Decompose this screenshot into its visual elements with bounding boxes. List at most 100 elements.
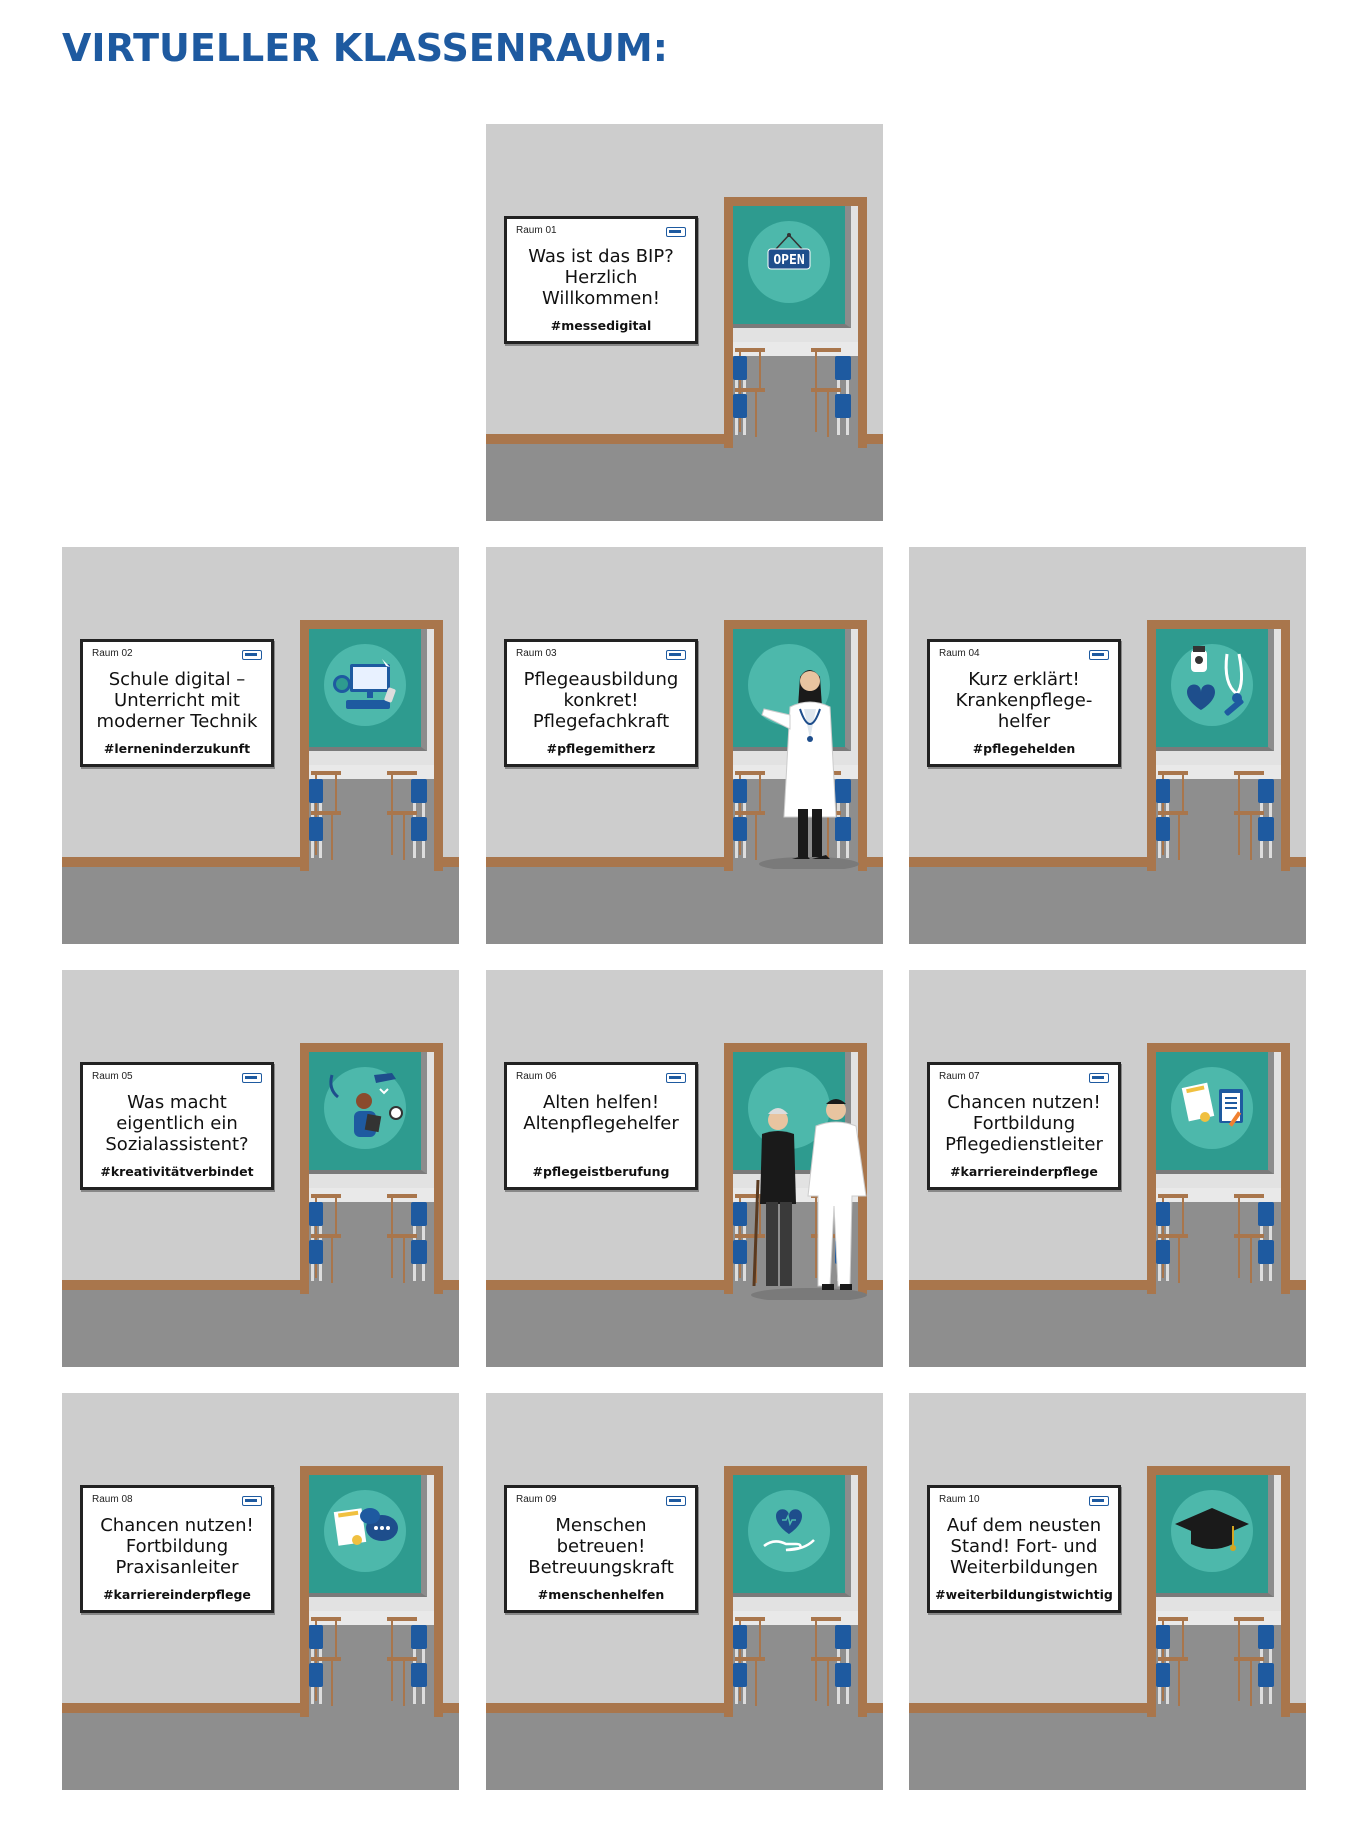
- floor: [486, 1713, 883, 1790]
- classroom-interior: OPEN: [733, 206, 858, 448]
- heart-hand-icon: [748, 1490, 830, 1572]
- room-sign[interactable]: Raum 02 Schule digital – Unterricht mit …: [80, 639, 274, 767]
- floor: [62, 867, 459, 944]
- baseboard: [62, 857, 459, 867]
- room-sign[interactable]: Raum 04 Kurz erklärt! Krankenpflege- hel…: [927, 639, 1121, 767]
- classroom-door: [300, 620, 443, 871]
- logo-icon: [242, 1496, 262, 1506]
- room-sign[interactable]: Raum 01 Was ist das BIP? Herzlich Willko…: [504, 216, 698, 344]
- room-headline: Pflegeausbildung konkret! Pflegefachkraf…: [523, 669, 679, 732]
- classroom-interior: [1156, 629, 1281, 871]
- chalkboard: [309, 1475, 427, 1597]
- floor: [909, 867, 1306, 944]
- room-number: Raum 06: [516, 1071, 557, 1082]
- classroom-interior: [309, 1052, 434, 1294]
- room-tile-3[interactable]: Raum 03 Pflegeausbildung konkret! Pflege…: [486, 547, 883, 944]
- room-tile-5[interactable]: Raum 05 Was macht eigentlich ein Soziala…: [62, 970, 459, 1367]
- room-sign[interactable]: Raum 10 Auf dem neusten Stand! Fort- und…: [927, 1485, 1121, 1613]
- room-tile-1[interactable]: OPEN Raum 01 Was ist das BIP? Herzl: [486, 124, 883, 521]
- room-sign[interactable]: Raum 08 Chancen nutzen! Fortbildung Prax…: [80, 1485, 274, 1613]
- room-headline: Chancen nutzen! Fortbildung Praxisanleit…: [100, 1515, 254, 1578]
- classroom-interior: [309, 1475, 434, 1717]
- desks-chairs: [1156, 765, 1281, 871]
- classroom-door: OPEN: [724, 197, 867, 448]
- logo-icon: [666, 1073, 686, 1083]
- room-number: Raum 08: [92, 1494, 133, 1505]
- baseboard: [486, 857, 883, 867]
- chalkboard: OPEN: [733, 206, 851, 328]
- room-hashtag: #karriereinderpflege: [103, 1587, 251, 1602]
- room-number: Raum 01: [516, 225, 557, 236]
- room-number: Raum 05: [92, 1071, 133, 1082]
- desks-chairs: [309, 1611, 434, 1717]
- baseboard: [909, 857, 1306, 867]
- chalkboard: [1156, 629, 1274, 751]
- room-headline: Kurz erklärt! Krankenpflege- helfer: [955, 669, 1093, 732]
- baseboard: [486, 1280, 883, 1290]
- room-headline: Alten helfen! Altenpflegehelfer: [523, 1092, 679, 1134]
- room-hashtag: #pflegehelden: [972, 741, 1076, 756]
- floor: [909, 1713, 1306, 1790]
- chalkboard: [1156, 1475, 1274, 1597]
- baseboard: [486, 1703, 883, 1713]
- room-tile-6[interactable]: Raum 06 Alten helfen! Altenpflegehelfer …: [486, 970, 883, 1367]
- baseboard: [62, 1703, 459, 1713]
- desks-chairs: [309, 1188, 434, 1294]
- room-tile-4[interactable]: Raum 04 Kurz erklärt! Krankenpflege- hel…: [909, 547, 1306, 944]
- caregiver-elderly-figure: [744, 1090, 874, 1304]
- desks-chairs: [309, 765, 434, 871]
- room-sign[interactable]: Raum 07 Chancen nutzen! Fortbildung Pfle…: [927, 1062, 1121, 1190]
- room-sign[interactable]: Raum 03 Pflegeausbildung konkret! Pflege…: [504, 639, 698, 767]
- nurse-clipboard-icon: [324, 1067, 406, 1149]
- certificate-chat-icon: [324, 1490, 406, 1572]
- classroom-door: [300, 1466, 443, 1717]
- room-headline: Chancen nutzen! Fortbildung Pflegedienst…: [945, 1092, 1103, 1155]
- floor: [486, 1290, 883, 1367]
- desks-chairs: [733, 342, 858, 448]
- room-sign[interactable]: Raum 05 Was macht eigentlich ein Soziala…: [80, 1062, 274, 1190]
- logo-icon: [1089, 1073, 1109, 1083]
- chalkboard: [733, 1475, 851, 1597]
- computer-icon: [324, 644, 406, 726]
- room-tile-10[interactable]: Raum 10 Auf dem neusten Stand! Fort- und…: [909, 1393, 1306, 1790]
- classroom-interior: [733, 1475, 858, 1717]
- classroom-interior: [733, 629, 858, 871]
- room-number: Raum 07: [939, 1071, 980, 1082]
- room-tile-8[interactable]: Raum 08 Chancen nutzen! Fortbildung Prax…: [62, 1393, 459, 1790]
- classroom-door: [724, 620, 867, 871]
- baseboard: [62, 1280, 459, 1290]
- room-tile-9[interactable]: Raum 09 Menschen betreuen! Betreuungskra…: [486, 1393, 883, 1790]
- room-hashtag: #weiterbildungistwichtig: [935, 1587, 1113, 1602]
- room-sign[interactable]: Raum 09 Menschen betreuen! Betreuungskra…: [504, 1485, 698, 1613]
- logo-icon: [666, 227, 686, 237]
- doctor-figure: [754, 659, 864, 873]
- room-hashtag: #pflegeistberufung: [532, 1164, 670, 1179]
- logo-icon: [242, 650, 262, 660]
- floor: [486, 444, 883, 521]
- room-hashtag: #kreativitätverbindet: [100, 1164, 254, 1179]
- room-number: Raum 09: [516, 1494, 557, 1505]
- chalkboard: [1156, 1052, 1274, 1174]
- room-number: Raum 10: [939, 1494, 980, 1505]
- room-tile-7[interactable]: Raum 07 Chancen nutzen! Fortbildung Pfle…: [909, 970, 1306, 1367]
- room-number: Raum 04: [939, 648, 980, 659]
- floor: [62, 1290, 459, 1367]
- room-hashtag: #messedigital: [550, 318, 652, 333]
- room-tile-2[interactable]: Raum 02 Schule digital – Unterricht mit …: [62, 547, 459, 944]
- svg-text:OPEN: OPEN: [773, 253, 804, 268]
- floor: [486, 867, 883, 944]
- classroom-interior: [1156, 1475, 1281, 1717]
- room-hashtag: #pflegemitherz: [546, 741, 656, 756]
- classroom-door: [300, 1043, 443, 1294]
- logo-icon: [666, 650, 686, 660]
- baseboard: [486, 434, 883, 444]
- classroom-door: [724, 1466, 867, 1717]
- room-sign[interactable]: Raum 06 Alten helfen! Altenpflegehelfer …: [504, 1062, 698, 1190]
- desks-chairs: [1156, 1611, 1281, 1717]
- room-headline: Was ist das BIP? Herzlich Willkommen!: [528, 246, 674, 309]
- page-title: VIRTUELLER KLASSENRAUM:: [62, 26, 668, 70]
- baseboard: [909, 1280, 1306, 1290]
- room-hashtag: #karriereinderpflege: [950, 1164, 1098, 1179]
- room-hashtag: #lerneninderzukunft: [103, 741, 251, 756]
- logo-icon: [242, 1073, 262, 1083]
